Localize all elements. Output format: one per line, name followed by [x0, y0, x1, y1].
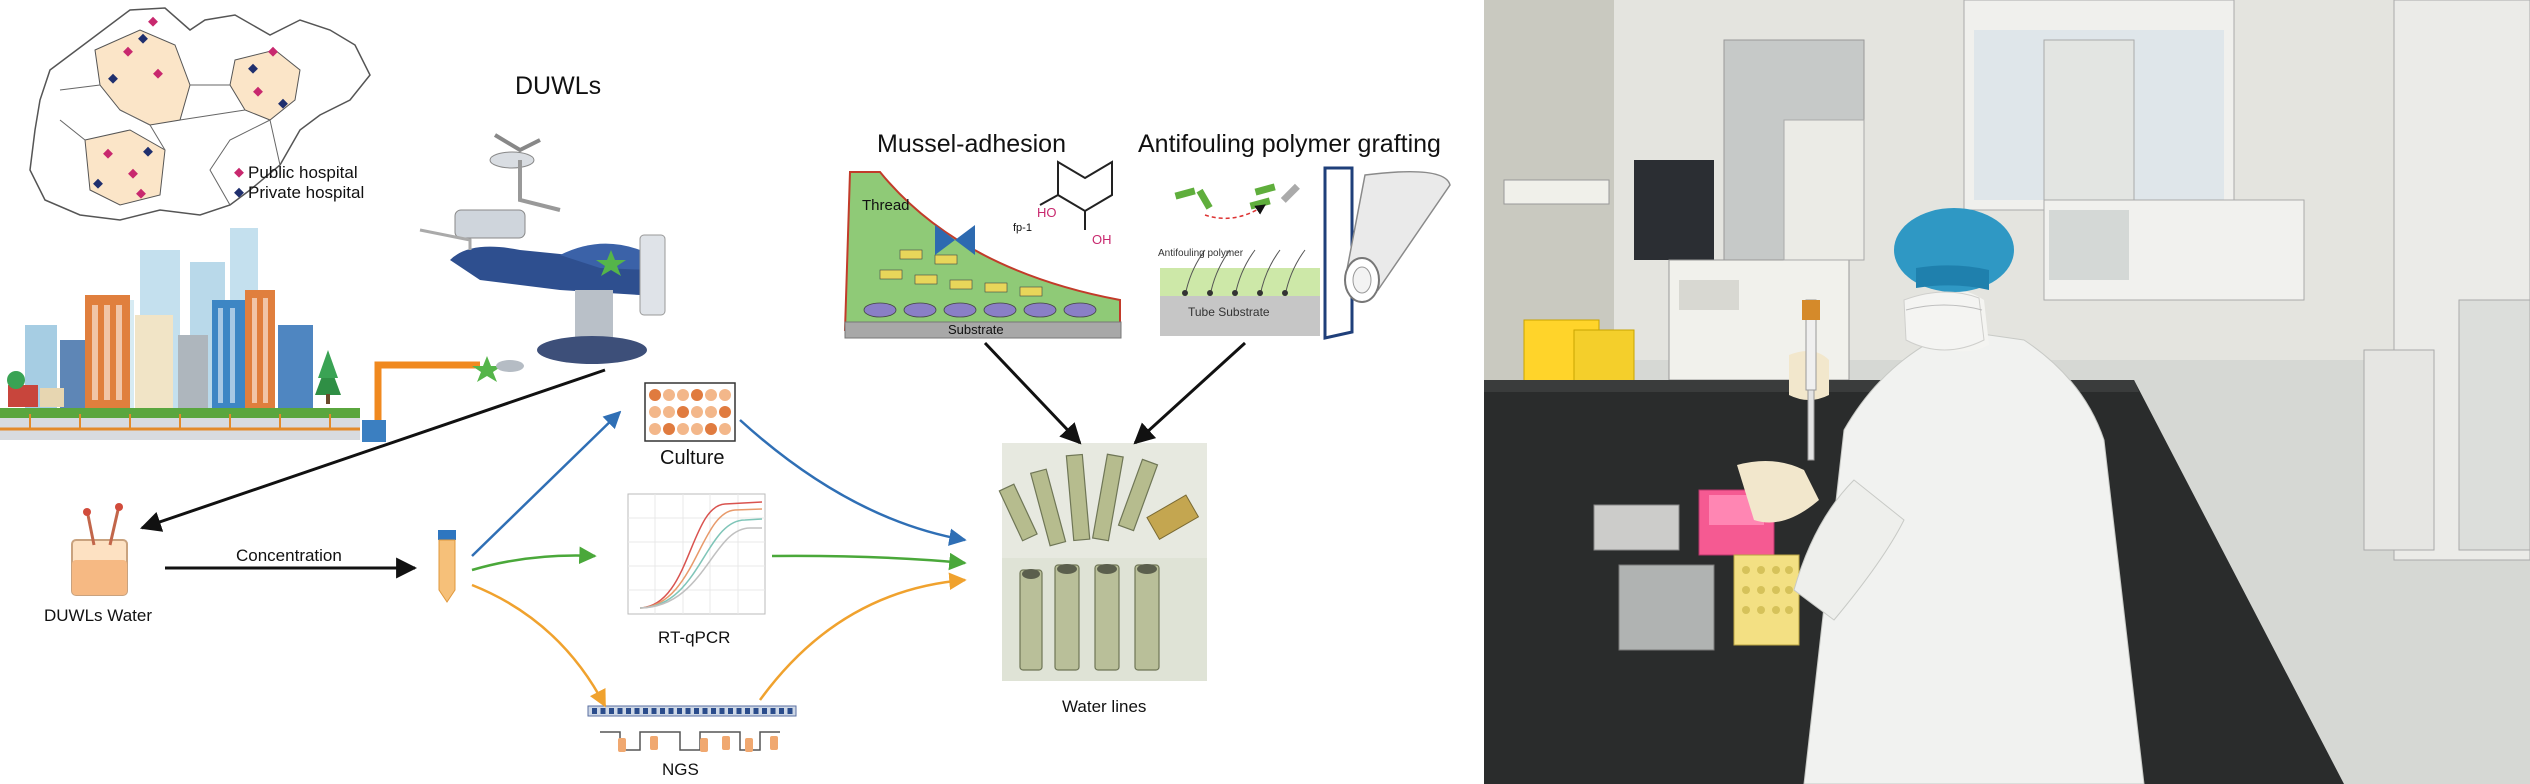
arrow-chair-to-water — [140, 368, 606, 532]
qpcr-plot — [627, 493, 766, 615]
lab-photo — [1484, 0, 2530, 784]
culture-well — [663, 423, 675, 435]
ngs-read — [643, 708, 648, 714]
rtqpcr-label: RT-qPCR — [658, 628, 731, 647]
ngs-read — [753, 708, 759, 714]
province-map — [29, 7, 371, 221]
culture-well — [677, 406, 689, 418]
ngs-read — [634, 708, 640, 714]
antifouling-title: Antifouling polymer grafting — [1138, 130, 1441, 158]
ngs-read — [762, 708, 767, 714]
antifouling-polymer-label: Antifouling polymer — [1158, 248, 1244, 259]
legend-public-marker — [234, 167, 244, 178]
mussel-title: Mussel-adhesion — [877, 130, 1066, 158]
culture-well — [705, 406, 717, 418]
duwls-water-label: DUWLs Water — [44, 606, 152, 625]
ngs-read — [694, 708, 699, 714]
arrow-tube-to-qpcr — [471, 546, 597, 572]
ngs-read — [736, 708, 742, 714]
culture-well — [705, 423, 717, 435]
tube-substrate-label: Tube Substrate — [1188, 305, 1270, 319]
schematic-graphics — [0, 7, 1451, 752]
arrow-mussel-to-lines — [983, 341, 1082, 445]
culture-well — [719, 406, 731, 418]
culture-well — [649, 389, 661, 401]
ngs-read — [685, 708, 691, 714]
culture-well — [663, 406, 675, 418]
legend-public-label: Public hospital — [248, 163, 358, 182]
antifouling-inset — [1160, 166, 1451, 340]
culture-well — [719, 389, 731, 401]
water-lines-label: Water lines — [1062, 697, 1147, 716]
culture-label: Culture — [660, 447, 725, 469]
ngs-read — [592, 708, 597, 714]
ngs-read — [719, 708, 725, 714]
culture-well — [691, 406, 703, 418]
mussel-adhesion-inset — [843, 160, 1122, 339]
city-skyline — [0, 228, 502, 442]
duwls-title: DUWLs — [515, 72, 602, 100]
ngs-read — [668, 708, 674, 714]
ho-label: HO — [1037, 205, 1057, 220]
arrow-culture-to-lines — [739, 419, 967, 546]
legend-private-label: Private hospital — [248, 183, 365, 202]
ngs-read — [779, 708, 784, 714]
arrow-antifouling-to-lines — [1133, 341, 1247, 445]
culture-well — [677, 423, 689, 435]
substrate-label: Substrate — [948, 322, 1004, 337]
falcon-tube — [438, 530, 456, 603]
lab-photo-scene — [1484, 0, 2530, 784]
oh-label: OH — [1092, 232, 1112, 247]
concentration-label: Concentration — [236, 546, 342, 565]
culture-well — [663, 389, 675, 401]
arrow-qpcr-to-lines — [771, 552, 967, 571]
water-lines-photo — [998, 443, 1207, 681]
arrow-tube-to-ngs — [471, 583, 607, 708]
culture-well — [649, 423, 661, 435]
culture-well — [719, 423, 731, 435]
water-beaker — [71, 503, 128, 596]
ngs-read — [609, 708, 614, 714]
ngs-graphic — [587, 705, 797, 752]
culture-well — [691, 389, 703, 401]
culture-well — [705, 389, 717, 401]
ngs-read — [677, 708, 682, 714]
thread-label: Thread — [862, 197, 910, 214]
culture-well — [691, 423, 703, 435]
legend-private-marker — [234, 187, 244, 198]
ngs-label: NGS — [662, 760, 699, 779]
ngs-read — [745, 708, 750, 714]
schematic-panel: Public hospital Private hospital DUWLs D… — [0, 7, 1451, 779]
arrow-ngs-to-lines — [758, 572, 967, 701]
ngs-read — [728, 708, 733, 714]
ngs-read — [770, 708, 776, 714]
ngs-read — [660, 708, 665, 714]
fp1-label: fp-1 — [1013, 222, 1032, 234]
ngs-read — [626, 708, 631, 714]
ngs-read — [617, 708, 623, 714]
dental-chair — [419, 133, 666, 372]
ngs-read — [702, 708, 708, 714]
ngs-read — [711, 708, 716, 714]
arrow-tube-to-culture — [471, 410, 622, 557]
ngs-read — [787, 708, 793, 714]
culture-well — [677, 389, 689, 401]
culture-well — [649, 406, 661, 418]
ngs-read — [600, 708, 606, 714]
culture-plate — [644, 382, 736, 442]
ngs-read — [651, 708, 657, 714]
